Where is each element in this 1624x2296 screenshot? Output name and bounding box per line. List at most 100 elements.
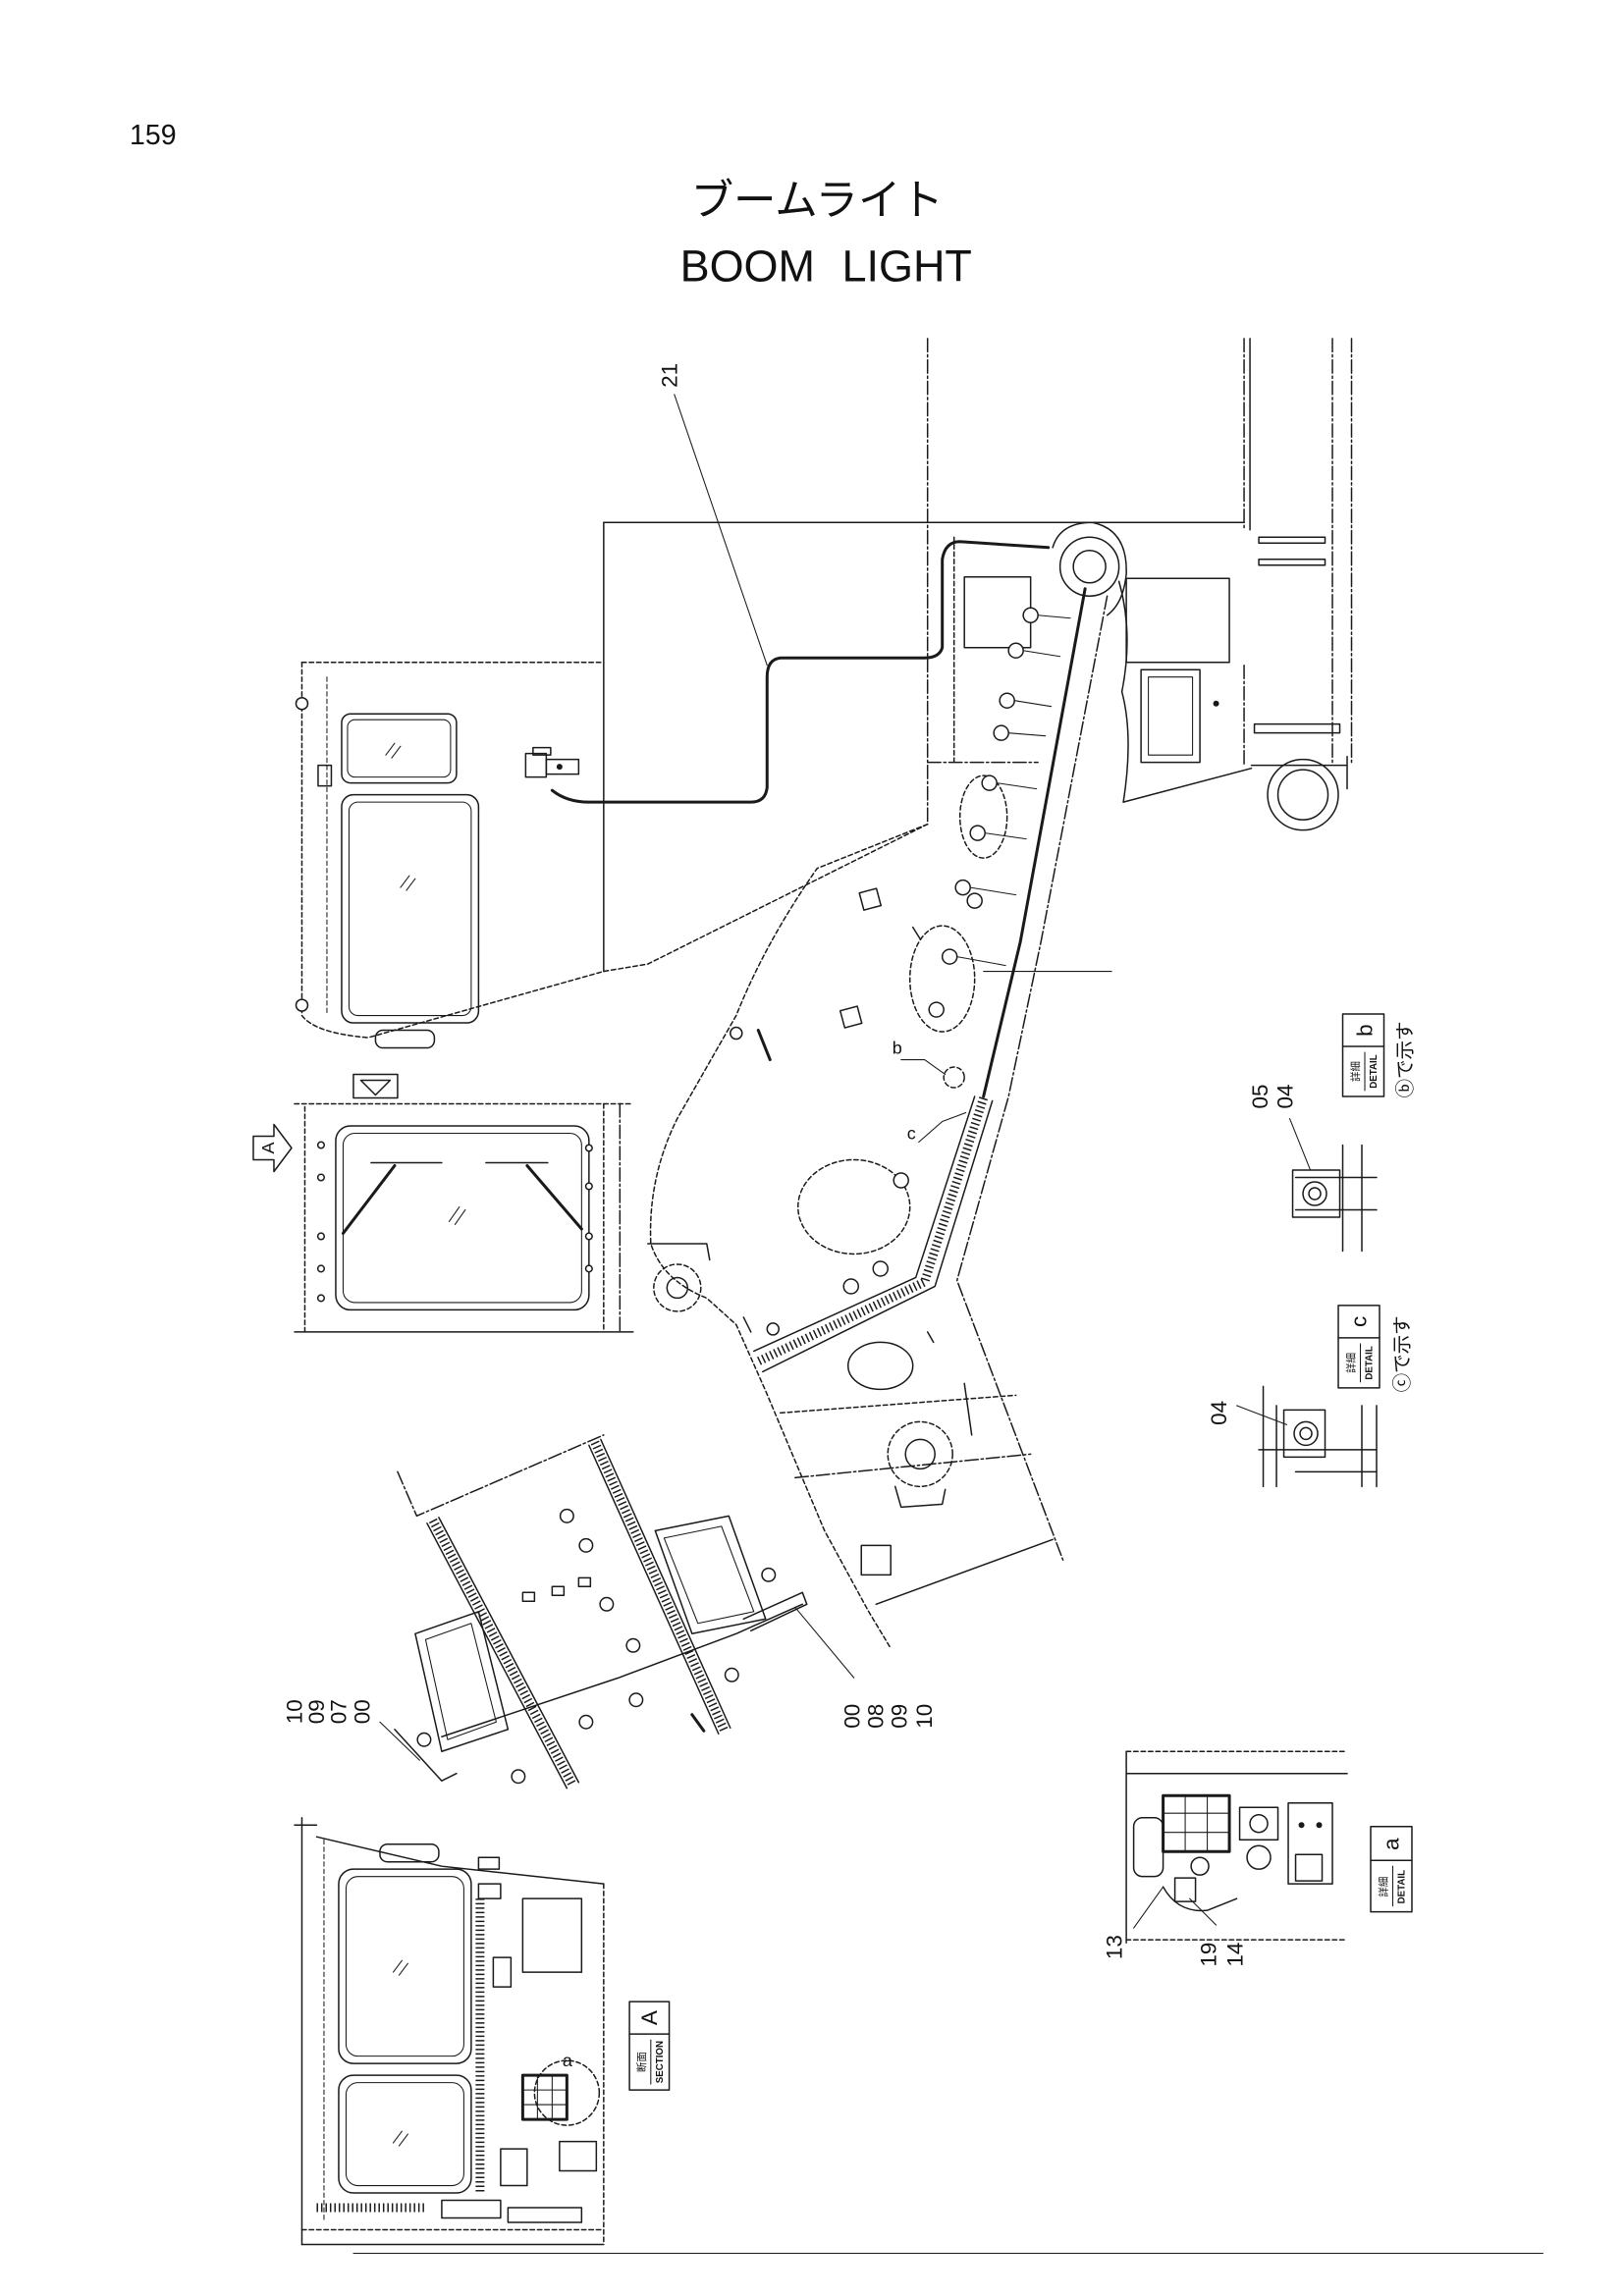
harness-clamp-bolt	[766, 1322, 781, 1336]
harness-clamp-bolt	[893, 1172, 909, 1189]
callout-left-00: 00	[350, 1699, 374, 1724]
harness-clamp-bolt	[1007, 642, 1024, 659]
callout-14: 14	[1223, 1943, 1248, 1967]
callout-left-10: 10	[282, 1699, 306, 1724]
detail-a-label-letter: a	[1379, 1838, 1403, 1850]
detail-c-bolt	[1293, 1420, 1319, 1447]
frame-mark	[1213, 700, 1219, 707]
assembly-slot	[521, 1591, 536, 1603]
boom-foot-contour	[1052, 521, 1127, 616]
detail-b-leader	[900, 1059, 947, 1076]
detail-b-frame	[1294, 1176, 1378, 1211]
front-bolt	[584, 1264, 593, 1273]
boom-pin-head	[730, 1026, 743, 1041]
view-arrow-icon	[252, 1123, 293, 1173]
detail-c-leader	[1236, 1405, 1288, 1425]
callout-center-00: 00	[840, 1704, 865, 1729]
callout-21: 21	[658, 363, 682, 388]
boom-cylinder-bracket	[647, 1243, 711, 1261]
section-handle	[379, 1842, 440, 1863]
detail-a-label-frame	[1370, 1825, 1413, 1913]
boom-opening	[958, 774, 1008, 859]
boom-opening	[797, 1158, 911, 1255]
boom-section-line	[780, 1394, 1017, 1415]
panel-switch	[1294, 1853, 1324, 1882]
page-number: 159	[130, 120, 177, 151]
boom-opening	[908, 925, 976, 1033]
section-part	[507, 2207, 583, 2223]
page-header: 159 ブームライト BOOM LIGHT	[130, 120, 972, 291]
callout-center-10: 10	[912, 1704, 937, 1729]
fuse-block-grid	[1163, 1794, 1230, 1852]
detail-b-note: ⓑで示す	[1393, 1022, 1416, 1098]
boom-section-line	[794, 1453, 1032, 1479]
view-arrow-label: A	[258, 1143, 278, 1154]
boom-top-plate	[963, 575, 1032, 649]
detail-b-label: 詳細 DETAIL b	[1341, 1013, 1385, 1097]
boom-cylinder-pin-inner	[666, 1276, 689, 1300]
assembly-bolt	[599, 1596, 615, 1612]
cab-bolt	[295, 998, 309, 1012]
cab-door-window-inner	[348, 801, 472, 1017]
callout-04: 04	[1272, 1085, 1297, 1109]
section-detail-a-marker: a	[563, 2051, 572, 2070]
harness-clamp-bolt	[928, 1001, 945, 1018]
boom-foot-structure	[926, 521, 1348, 831]
rail-mark	[1258, 559, 1326, 566]
assembly-rail	[588, 1444, 720, 1735]
callout-05: 05	[1248, 1085, 1272, 1109]
wiper-right	[525, 1163, 583, 1231]
harness-clamp-bolt	[954, 879, 971, 896]
harness-clamp-ladder	[756, 1096, 988, 1365]
panel-dot	[1316, 1822, 1323, 1829]
boom-lower-bracket	[860, 1544, 892, 1576]
assembly-bolt	[628, 1692, 644, 1708]
callout-13: 13	[1103, 1935, 1127, 1959]
wire-harness-path	[550, 540, 1051, 804]
cab-outline	[300, 661, 929, 1039]
boom-lower-edge	[875, 1538, 1054, 1606]
harness-clamp-bolt	[1022, 607, 1039, 623]
frame-edge	[1250, 755, 1348, 790]
boom-window	[846, 1341, 914, 1391]
terminal	[1173, 1877, 1197, 1902]
front-bolt	[316, 1232, 326, 1241]
callout-center-09: 09	[888, 1704, 912, 1729]
detail-b-view: 05 04	[1248, 1085, 1378, 1253]
front-bolt	[584, 1232, 593, 1241]
boom-bracket	[893, 1485, 947, 1509]
section-fuse-grid	[521, 2074, 568, 2120]
assembly-light-box	[414, 1611, 510, 1752]
cab-side-view	[295, 521, 929, 1049]
front-bolt	[316, 1141, 326, 1149]
harness-rail-edge	[762, 1099, 994, 1373]
panel	[1287, 1801, 1333, 1885]
callout-04-c: 04	[1207, 1401, 1231, 1425]
section-outline	[294, 1824, 605, 1885]
frame-opening	[1140, 668, 1201, 764]
connector	[1238, 1806, 1279, 1841]
center-lines	[352, 338, 1543, 2255]
front-bolt	[584, 1182, 593, 1191]
detail-b-bolt	[1302, 1181, 1327, 1206]
frame-bottom-edge	[1122, 767, 1253, 803]
assembly-bracket	[394, 1728, 458, 1782]
section-a-label: 断面 SECTION A	[628, 2001, 671, 2091]
boom-mark	[742, 1316, 973, 1436]
assembly-bolt	[761, 1567, 777, 1582]
cab-door-window	[341, 793, 480, 1024]
section-box	[521, 1897, 583, 1973]
detail-b-clamp	[1291, 1169, 1341, 1218]
detail-a-label-jp: 詳細	[1377, 1877, 1389, 1897]
section-seat-mark	[477, 1856, 501, 1870]
detail-c-frame	[1262, 1385, 1277, 1488]
callout-center-08: 08	[864, 1704, 889, 1729]
assembly-bolt	[511, 1769, 526, 1785]
section-a-label-en: SECTION	[655, 2041, 666, 2083]
detail-c-label-letter: c	[1347, 1316, 1372, 1327]
relay	[1132, 1816, 1164, 1878]
assembly-bolt	[416, 1732, 432, 1747]
fuse-block	[1162, 1793, 1231, 1853]
section-window-upper	[338, 1868, 472, 2064]
